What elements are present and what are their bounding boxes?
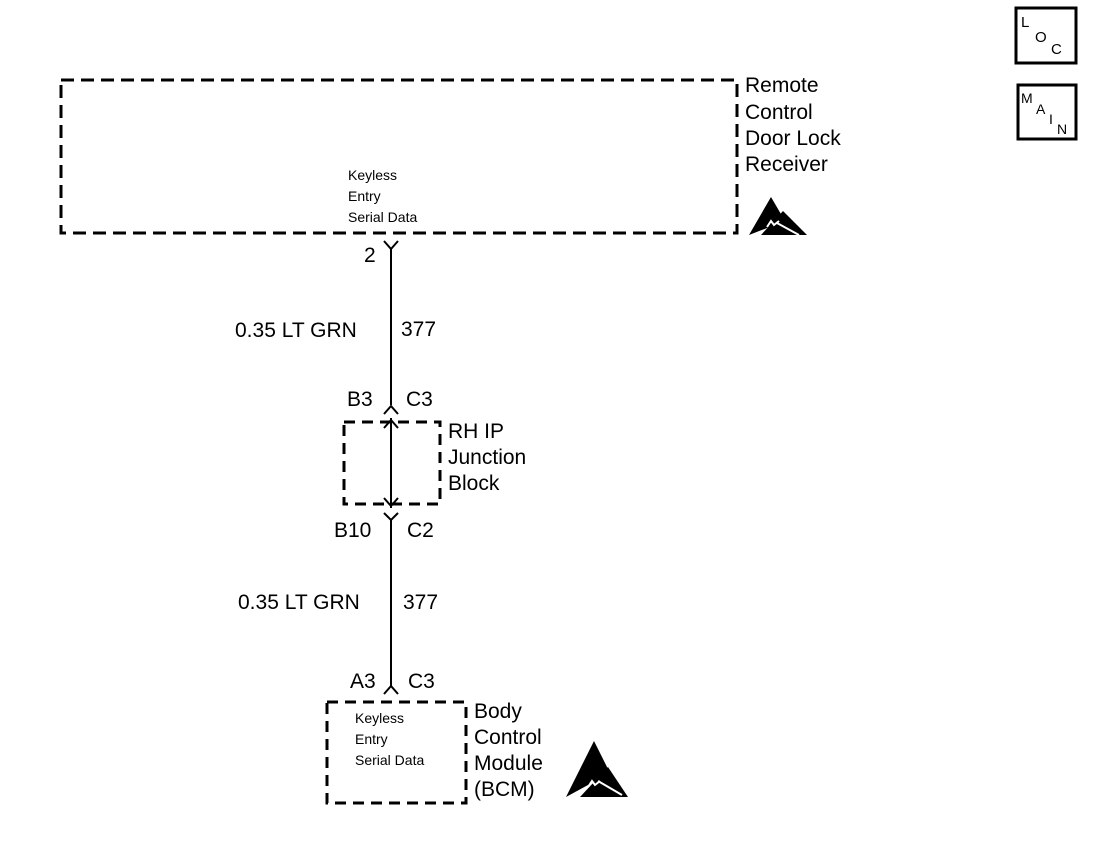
receiver-connector [383, 240, 399, 251]
junction-top-pin-left: B3 [347, 388, 373, 411]
bcm-pin-label-line-2: Entry [355, 731, 388, 747]
bcm-connector [383, 684, 399, 695]
junction-name-line-2: Junction [448, 446, 526, 469]
receiver-name-line-3: Door Lock [745, 127, 841, 150]
loc-letter-l: L [1021, 14, 1029, 31]
bcm-name-line-1: Body [474, 700, 522, 723]
junction-top-connector [383, 404, 399, 415]
receiver-pin-label-line-1: Keyless [348, 167, 397, 183]
receiver-name-line-2: Control [745, 101, 813, 124]
junction-bottom-connector [383, 512, 399, 522]
loc-letter-c: C [1051, 41, 1062, 58]
main-letter-i: I [1049, 111, 1053, 127]
junction-name-line-3: Block [448, 472, 500, 495]
esd-warning-icon [749, 197, 807, 236]
wire-lower-size-color: 0.35 LT GRN [238, 591, 360, 614]
loc-letter-o: O [1035, 29, 1047, 46]
junction-name-line-1: RH IP [448, 420, 504, 443]
receiver-name-line-1: Remote [745, 74, 819, 97]
bcm-pin-left: A3 [350, 670, 376, 693]
loc-button[interactable]: L O C [1014, 6, 1078, 65]
bcm-name-line-2: Control [474, 726, 542, 749]
esd-warning-icon [566, 741, 628, 797]
receiver-pin-label-line-2: Entry [348, 188, 381, 204]
wire-upper-circuit: 377 [401, 318, 436, 341]
junction-top-pin-right: C3 [406, 388, 433, 411]
main-letter-n: N [1057, 121, 1067, 137]
wire-lower-circuit: 377 [403, 591, 438, 614]
bcm-pin-right: C3 [408, 670, 435, 693]
bcm-pin-label-line-1: Keyless [355, 710, 404, 726]
main-letter-a: A [1036, 101, 1046, 117]
main-button[interactable]: M A I N [1016, 83, 1078, 141]
receiver-box [59, 78, 739, 235]
bcm-name-line-3: Module [474, 752, 543, 775]
junction-arrow-down [383, 497, 399, 508]
bcm-name-line-4: (BCM) [474, 778, 535, 801]
main-letter-m: M [1021, 90, 1033, 106]
receiver-pin-label-line-3: Serial Data [348, 209, 417, 225]
wire-upper-size-color: 0.35 LT GRN [235, 319, 357, 342]
junction-bottom-pin-right: C2 [407, 519, 434, 542]
bcm-pin-label-line-3: Serial Data [355, 752, 424, 768]
receiver-pin-number: 2 [364, 244, 376, 267]
junction-arrow-up [383, 418, 399, 429]
bcm-box [325, 700, 468, 805]
junction-bottom-pin-left: B10 [334, 519, 371, 542]
receiver-name-line-4: Receiver [745, 153, 828, 176]
